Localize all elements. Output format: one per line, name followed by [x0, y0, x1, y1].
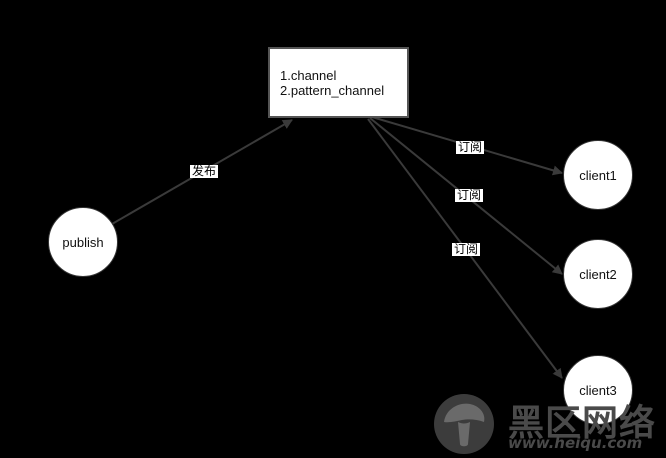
watermark-brand: 黑区网络	[508, 403, 657, 444]
client1-node[interactable]: client1	[563, 140, 633, 210]
watermark-url: www.heiqu.com	[508, 434, 643, 452]
mushroom-logo-icon	[434, 394, 494, 454]
client1-label: client1	[579, 167, 617, 183]
client2-node[interactable]: client2	[563, 239, 633, 309]
subscribe-client3-edge-label: 订阅	[452, 242, 481, 256]
publish-edge-label: 发布	[190, 164, 219, 178]
client3-label: client3	[579, 382, 617, 398]
watermark: 黑区网络 www.heiqu.com	[432, 392, 664, 456]
publish-label: publish	[62, 234, 104, 250]
pattern-channel-label: 2.pattern_channel	[280, 83, 385, 98]
channels-node[interactable]: 1.channel 2.pattern_channel	[268, 47, 409, 118]
channel-label: 1.channel	[280, 68, 337, 83]
subscribe-client2-edge-label: 订阅	[455, 188, 484, 202]
client2-label: client2	[579, 266, 617, 282]
subscribe-client1-edge-label: 订阅	[456, 140, 485, 154]
publish-node[interactable]: publish	[48, 207, 118, 277]
client3-node[interactable]: client3	[563, 355, 633, 425]
